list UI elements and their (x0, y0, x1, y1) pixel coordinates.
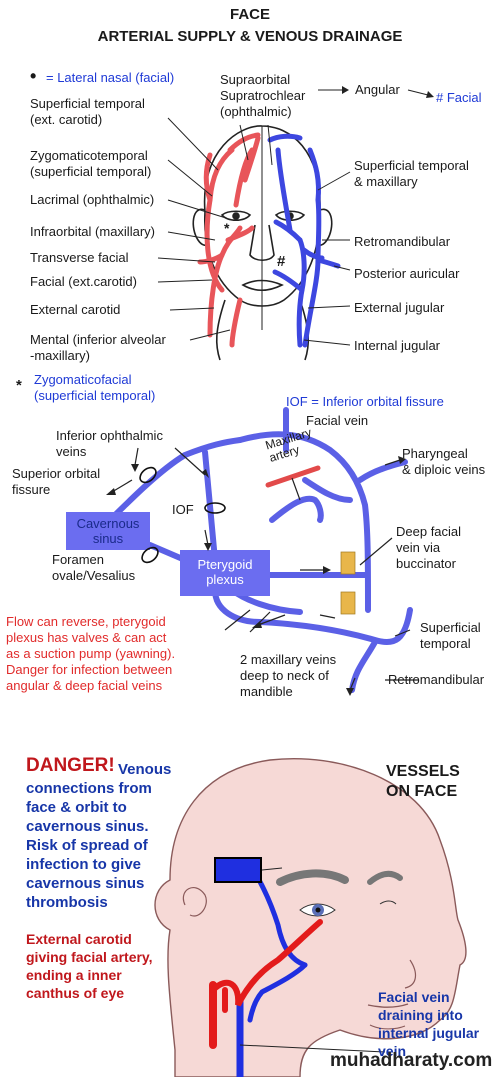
section1-pointers (157, 89, 429, 346)
label-superficial-temporal-maxillary: Superficial temporal & maxillary (354, 158, 469, 189)
head-box (214, 857, 262, 883)
label-angular: Angular (355, 82, 400, 97)
label-transverse-facial: Transverse facial (30, 250, 129, 265)
face-drawing (192, 125, 333, 361)
venous-schematic (97, 407, 413, 693)
label-deep-facial: Deep facial vein via buccinator (396, 524, 462, 571)
head-pointers (239, 867, 386, 1053)
bullet-marker: • (30, 66, 37, 86)
cavernous-sinus-box-label: Cavernous sinus (76, 516, 140, 546)
label-posterior-auricular: Posterior auricular (354, 266, 460, 281)
label-maxillary-veins: 2 maxillary veins deep to neck of mandib… (240, 652, 337, 699)
iof-note: IOF = Inferior orbital fissure (286, 394, 444, 409)
label-zygomaticofacial: Zygomaticofacial (superficial temporal) (34, 372, 156, 403)
label-zygomaticotemporal: Zygomaticotemporal (superficial temporal… (30, 148, 152, 179)
label-lacrimal: Lacrimal (ophthalmic) (30, 192, 155, 207)
label-pharyngeal: Pharyngeal & diploic veins (402, 446, 486, 477)
label-facial-ext-carotid: Facial (ext.carotid) (30, 274, 137, 289)
label-external-jugular: External jugular (354, 300, 445, 315)
title-line2: ARTERIAL SUPPLY & VENOUS DRAINAGE (97, 28, 403, 45)
pterygoid-plexus-box-label: Pterygoid plexus (197, 557, 253, 587)
star-marker-legend: * (16, 377, 22, 394)
label-supraorbital: Supraorbital Supratrochlear (ophthalmic) (220, 72, 306, 119)
label-infraorbital: Infraorbital (maxillary) (30, 224, 155, 239)
star-marker: * (224, 220, 230, 236)
external-carotid-note: External carotid giving facial artery, e… (26, 931, 153, 1001)
label-internal-jugular: Internal jugular (354, 338, 440, 353)
danger-heading: DANGER! (26, 755, 115, 776)
schematic-rings (139, 466, 226, 564)
face-arteries (197, 132, 261, 348)
label-foramen-ovale: Foramen ovale/Vesalius (52, 552, 136, 583)
schematic-arrowheads (106, 456, 406, 696)
watermark: muhadharaty.com (330, 1050, 493, 1071)
face-veins (267, 133, 341, 348)
head-illustration (154, 758, 467, 1077)
vessels-on-face-title: VESSELS ON FACE (386, 763, 460, 800)
facial-vein-note: Facial vein draining into internal jugul… (378, 989, 480, 1056)
hash-marker: # (277, 253, 286, 270)
label-mental: Mental (inferior alveolar -maxillary) (30, 332, 166, 363)
lateral-nasal-label: = Lateral nasal (facial) (46, 70, 175, 85)
label-superior-orbital-fissure: Superior orbital fissure (12, 466, 101, 497)
warning-note: Flow can reverse, pterygoid plexus has v… (6, 614, 176, 693)
label-facial-hash: # Facial (436, 90, 482, 105)
schematic-boxes (66, 512, 270, 596)
label-superficial-temporal-schematic: Superficial temporal (420, 620, 481, 651)
section1-arrowheads (342, 86, 434, 98)
label-retromandibular: Retromandibular (354, 234, 451, 249)
maxillary-artery-bar (265, 465, 321, 488)
label-facial-vein: Facial vein (306, 413, 369, 428)
label-iof: IOF (172, 502, 194, 517)
buccinator-pads (340, 551, 356, 615)
label-inferior-ophthalmic: Inferior ophthalmic veins (56, 428, 163, 459)
label-retromandibular-schematic: Retromandibular (388, 672, 485, 687)
label-external-carotid: External carotid (30, 302, 121, 317)
title-line1: FACE (229, 6, 270, 23)
danger-text: Venous connections from face & orbit to … (26, 761, 172, 911)
label-superficial-temporal: Superficial temporal (ext. carotid) (30, 96, 145, 127)
